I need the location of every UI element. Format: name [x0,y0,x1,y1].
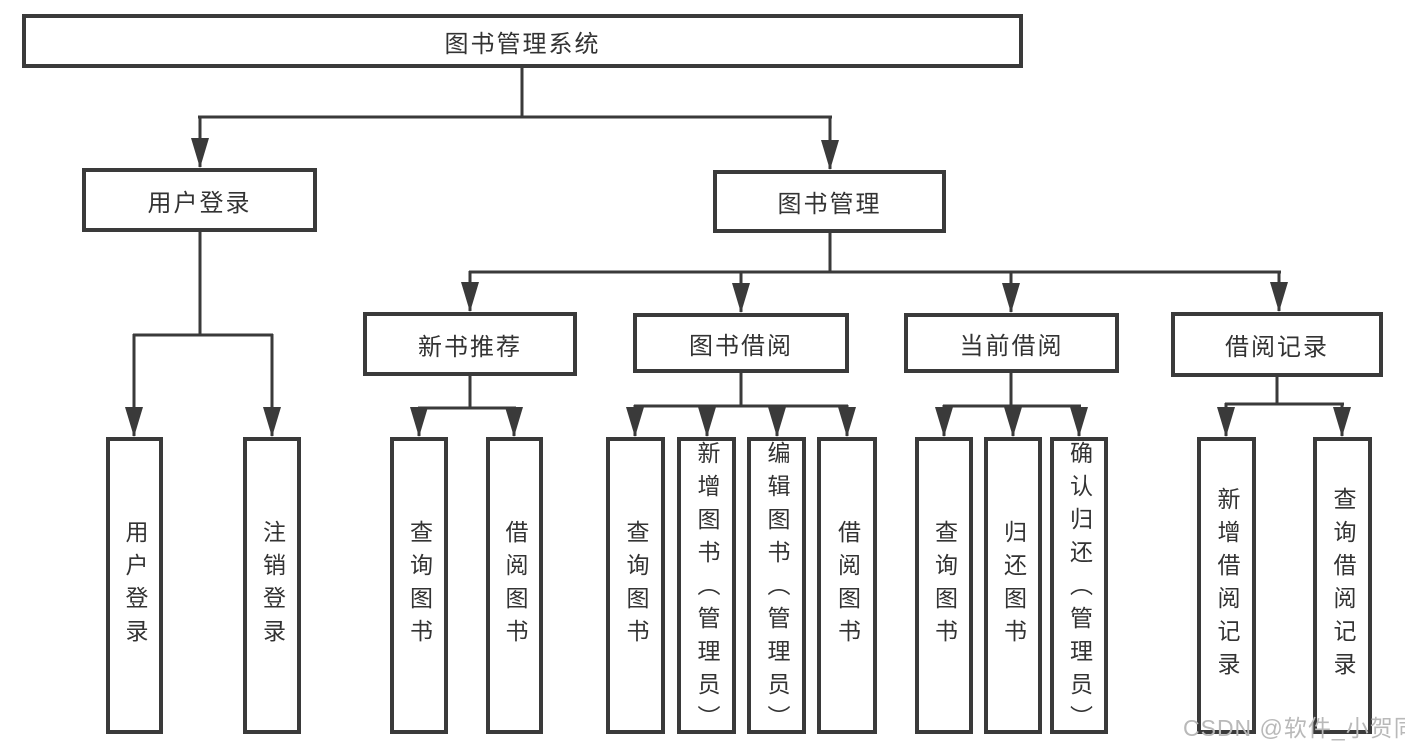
leaf-query-books-borrowing: 查询图书 [606,437,665,734]
node-book-borrowing: 图书借阅 [633,313,849,373]
leaf-confirm-return-admin: 确认归还（管理员） [1050,437,1108,738]
node-user-login: 用户登录 [82,168,317,232]
leaf-query-borrow-record: 查询借阅记录 [1313,437,1372,734]
leaf-borrow-books: 借阅图书 [817,437,877,734]
leaf-logout-login: 注销登录 [243,437,301,734]
node-library-system: 图书管理系统 [22,14,1023,68]
leaf-add-borrow-record: 新增借阅记录 [1197,437,1256,734]
leaf-return-books: 归还图书 [984,437,1042,734]
leaf-query-books-recommend: 查询图书 [390,437,448,734]
leaf-query-books-current: 查询图书 [915,437,973,734]
leaf-edit-books-admin: 编辑图书（管理员） [747,437,806,738]
leaf-add-books-admin: 新增图书（管理员） [677,437,736,738]
watermark: CSDN @软件_小贺同学 [1183,715,1405,741]
leaf-borrow-books-recommend: 借阅图书 [486,437,543,734]
node-new-book-recommend: 新书推荐 [363,312,577,376]
node-current-borrowing: 当前借阅 [904,313,1119,373]
node-borrowing-records: 借阅记录 [1171,312,1383,377]
leaf-user-login: 用户登录 [106,437,163,734]
node-book-management: 图书管理 [713,170,946,233]
